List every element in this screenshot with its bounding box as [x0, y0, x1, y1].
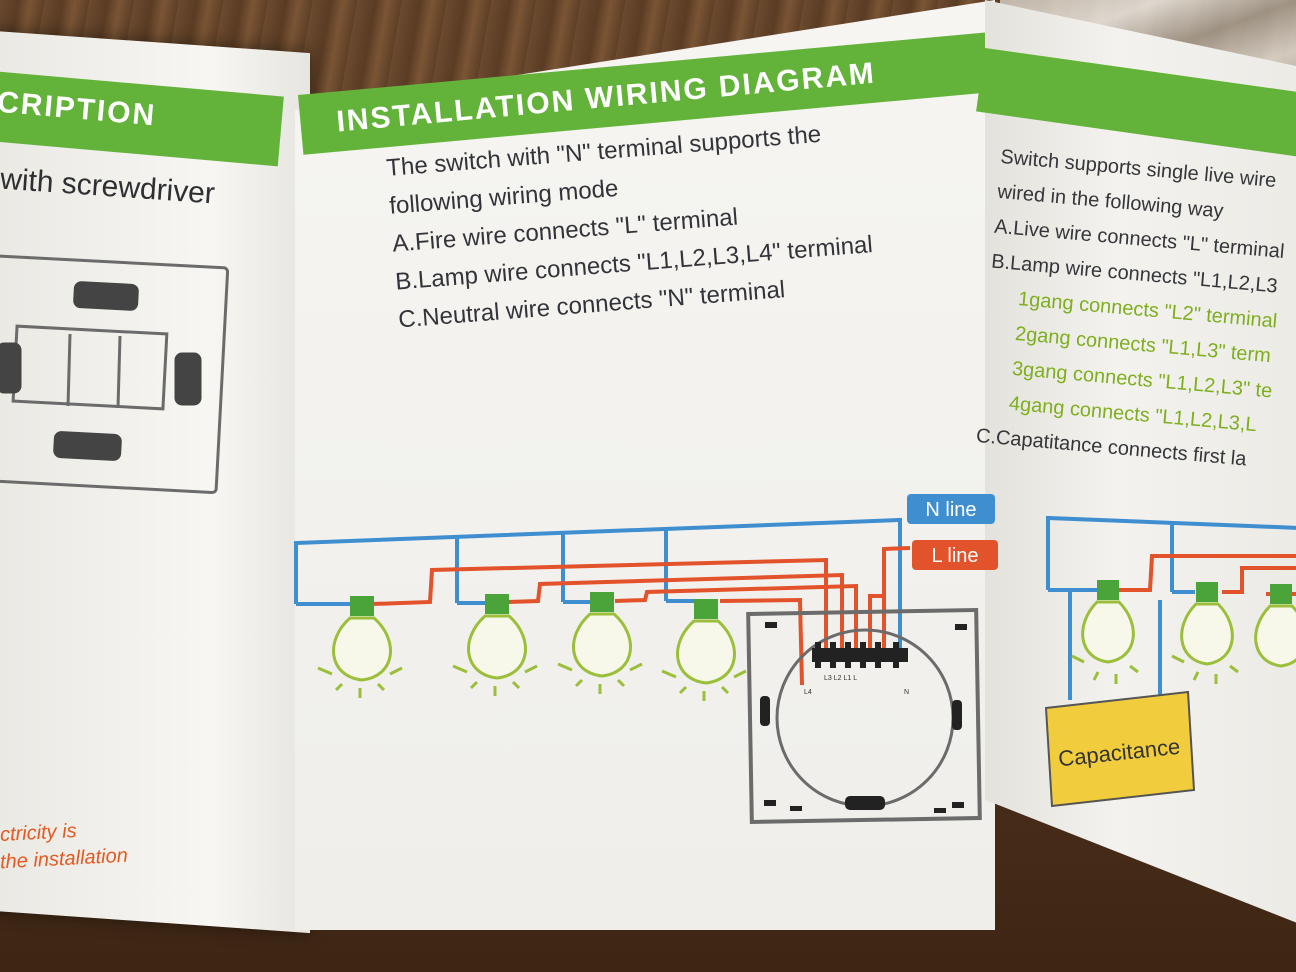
- terminal-n-label: N: [904, 689, 909, 696]
- right-lamp-2: [1171, 582, 1239, 684]
- switch-box: L3 L2 L1 L L4 N: [746, 607, 982, 825]
- capacitance-box: Capacitance: [1044, 690, 1196, 808]
- right-lamp-1: [1071, 580, 1139, 684]
- switch-plate-drawing: [0, 254, 230, 495]
- right-n-wire: [1046, 515, 1296, 700]
- lamp-4: [661, 599, 747, 701]
- l-line-label: L line: [931, 545, 978, 567]
- middle-manual-panel: [295, 0, 995, 930]
- n-line-label: N line: [925, 499, 976, 521]
- lamp-1: [317, 596, 403, 698]
- n-line-tag: [907, 494, 995, 524]
- right-lamp-3: [1254, 584, 1296, 668]
- l-line-tag: [912, 540, 998, 570]
- terminal-l4-label: L4: [804, 689, 812, 696]
- lamp-3: [557, 592, 643, 694]
- lamp-2: [452, 594, 538, 696]
- terminal-labels: L3 L2 L1 L: [824, 675, 857, 682]
